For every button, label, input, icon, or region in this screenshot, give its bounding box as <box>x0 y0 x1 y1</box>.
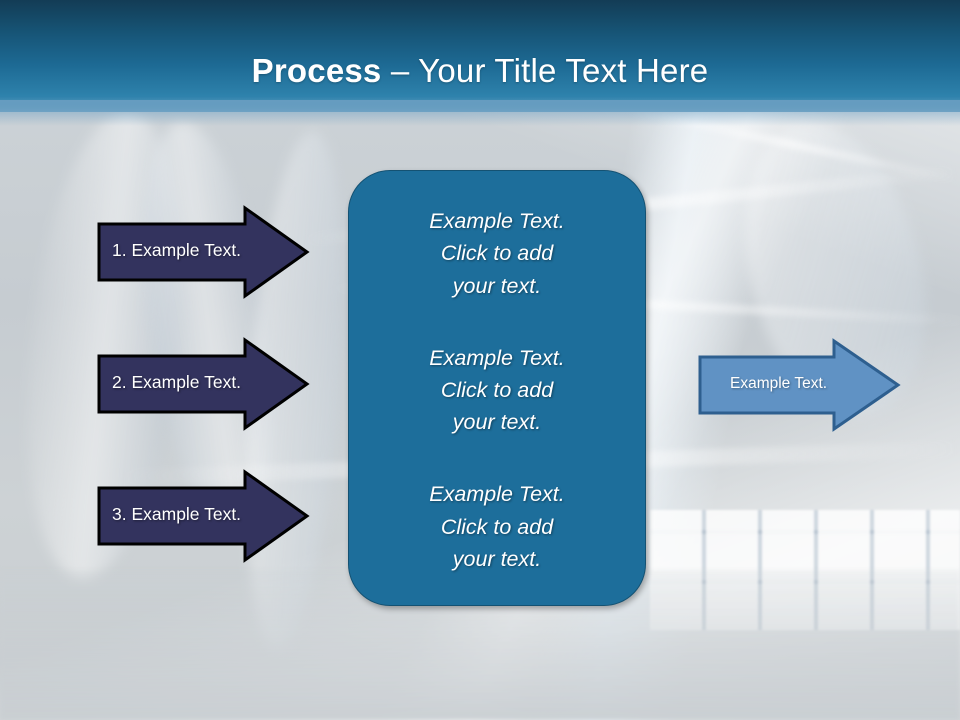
title-banner <box>0 0 960 112</box>
arrow-right-icon <box>698 338 901 432</box>
page-title-rest: – Your Title Text Here <box>390 52 709 89</box>
process-description-panel[interactable]: Example Text. Click to add your text. Ex… <box>348 170 646 606</box>
arrow-right-icon <box>97 205 310 299</box>
arrow-right-icon <box>97 337 310 431</box>
title-banner-fade <box>0 100 960 126</box>
arrow-right-icon <box>97 469 310 563</box>
panel-text-block-2: Example Text. Click to add your text. <box>429 345 565 435</box>
process-step-arrow-2[interactable]: 2. Example Text. <box>97 337 310 431</box>
process-outcome-arrow[interactable]: Example Text. <box>698 338 901 432</box>
process-step-arrow-3[interactable]: 3. Example Text. <box>97 469 310 563</box>
page-title-strong: Process <box>251 52 391 89</box>
page-title: Process – Your Title Text Here <box>0 52 960 90</box>
process-step-arrow-3-label: 3. Example Text. <box>112 504 242 524</box>
panel-text-block-3: Example Text. Click to add your text. <box>429 482 565 571</box>
panel-text-block-1: Example Text. Click to add your text. <box>429 209 565 298</box>
process-step-arrow-1-label: 1. Example Text. <box>112 240 242 260</box>
process-step-arrow-2-label: 2. Example Text. <box>112 372 242 392</box>
process-step-arrow-1[interactable]: 1. Example Text. <box>97 205 310 299</box>
process-outcome-arrow-label: Example Text. <box>730 375 828 392</box>
